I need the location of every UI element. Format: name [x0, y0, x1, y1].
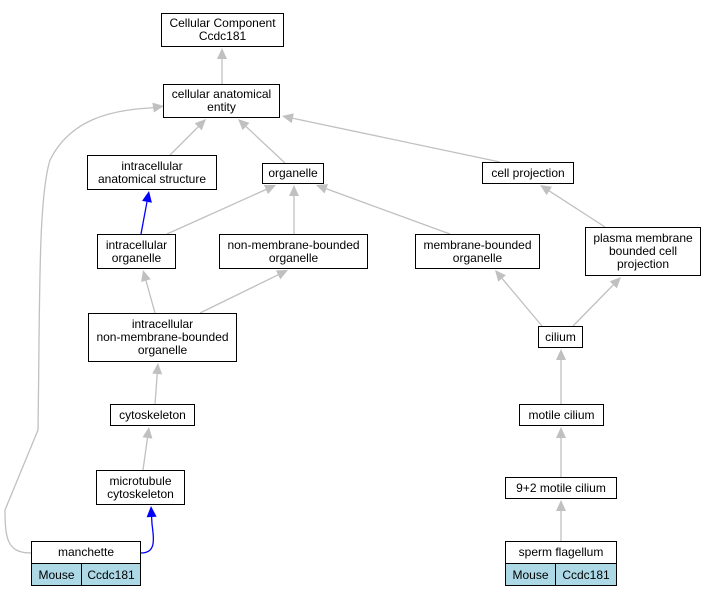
edge-mbo-to-organelle: [326, 188, 451, 235]
edge-cilium-to-pmbcp: [572, 284, 614, 327]
edge-pmbcp-to-cellprojection: [548, 190, 606, 228]
sperm-flagellum-gene-tag: Ccdc181: [555, 563, 617, 586]
node-cytoskeleton: cytoskeleton: [110, 404, 195, 426]
edge-cilium-to-mbo: [501, 278, 543, 327]
edge-io-to-ias-arrowhead: [142, 191, 152, 203]
node-cellular-component: Cellular Component Ccdc181: [161, 13, 284, 47]
node-cilium: cilium: [538, 326, 583, 348]
sperm-flagellum-species-tag: Mouse: [505, 563, 556, 586]
edge-cilium-to-mbo-arrowhead: [495, 270, 506, 282]
edge-entity-to-root-arrowhead: [217, 48, 227, 59]
node-manchette: manchette: [31, 541, 141, 564]
edge-inmbo-to-io: [145, 280, 156, 314]
edge-cellprojection-to-entity: [292, 117, 501, 163]
edge-microtubule-to-cytoskeleton-arrowhead: [142, 427, 153, 439]
node-sperm-flagellum: sperm flagellum: [505, 541, 617, 564]
edge-ias-to-entity-arrowhead: [194, 119, 206, 131]
edge-cytoskeleton-to-inmbo: [154, 373, 158, 405]
edge-cilium-to-pmbcp-arrowhead: [609, 277, 621, 289]
edge-nmbo-to-organelle-arrowhead: [289, 185, 299, 196]
edge-ninetwo-to-motilecilium-arrowhead: [556, 427, 566, 438]
manchette-species-tag: Mouse: [31, 563, 82, 586]
edge-inmbo-to-io-arrowhead: [141, 270, 151, 282]
node-non-membrane-bounded-organelle: non-membrane-bounded organelle: [219, 234, 368, 269]
node-motile-cilium: motile cilium: [519, 404, 604, 426]
node-cell-projection: cell projection: [482, 162, 574, 184]
edge-microtubule-to-cytoskeleton: [142, 437, 149, 471]
node-intracellular-anatomical-structure: intracellular anatomical structure: [87, 155, 217, 190]
edge-cellprojection-to-entity-arrowhead: [282, 113, 294, 124]
node-organelle: organelle: [262, 163, 324, 184]
node-intracellular-non-membrane-bounded-organelle: intracellular non-membrane-bounded organ…: [88, 313, 237, 362]
edge-manchette-to-entity-arrowhead: [152, 102, 164, 113]
edge-io-to-organelle-arrowhead: [263, 184, 276, 195]
edge-inmbo-to-nmbo-arrowhead: [275, 270, 288, 280]
node-plasma-membrane-bounded-cell-projection: plasma membrane bounded cell projection: [585, 227, 701, 276]
edge-ias-to-entity: [169, 126, 199, 156]
edge-io-to-organelle: [166, 188, 267, 235]
manchette-gene-tag: Ccdc181: [81, 563, 141, 586]
node-microtubule-cytoskeleton: microtubule cytoskeleton: [96, 470, 185, 505]
node-intracellular-organelle: intracellular organelle: [97, 234, 176, 269]
edge-manchette-to-microtubule: [140, 516, 155, 554]
edge-motilecilium-to-cilium-arrowhead: [556, 349, 566, 360]
edge-spermflagellum-to-ninetwo-arrowhead: [556, 500, 566, 511]
edge-manchette-to-microtubule-arrowhead: [146, 506, 157, 518]
edge-cytoskeleton-to-inmbo-arrowhead: [152, 363, 163, 375]
node-membrane-bounded-organelle: membrane-bounded organelle: [415, 234, 540, 269]
node-nine-plus-two-motile-cilium: 9+2 motile cilium: [505, 477, 617, 499]
edge-organelle-to-entity-arrowhead: [238, 119, 250, 131]
edge-manchette-to-entity: [4, 106, 154, 554]
edge-mbo-to-organelle-arrowhead: [316, 184, 329, 194]
edge-pmbcp-to-cellprojection-arrowhead: [540, 185, 552, 196]
node-cellular-anatomical-entity: cellular anatomical entity: [163, 84, 280, 118]
edge-io-to-ias: [140, 201, 148, 235]
edge-organelle-to-entity: [245, 126, 286, 164]
edge-inmbo-to-nmbo: [199, 274, 279, 314]
